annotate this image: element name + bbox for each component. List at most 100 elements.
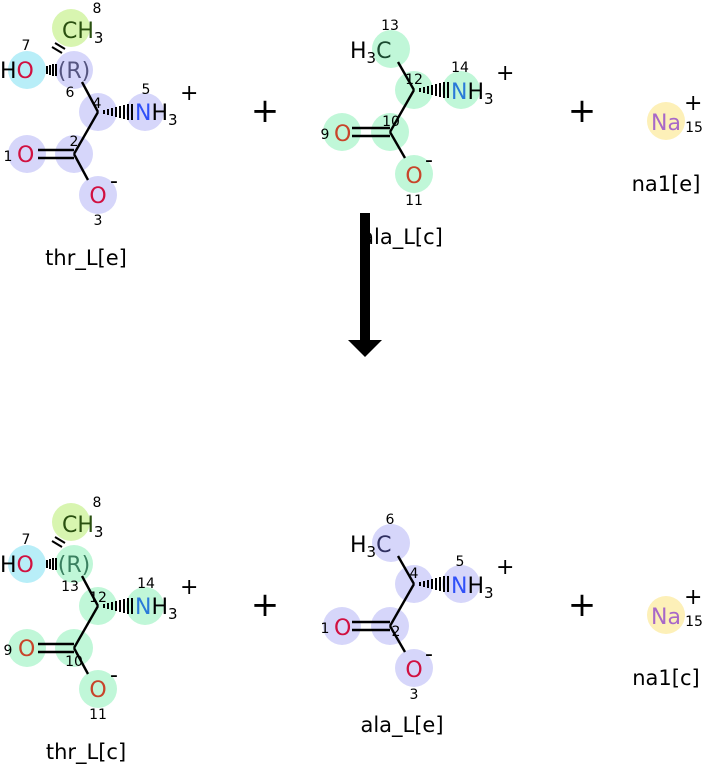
atom-label-sodium: Na xyxy=(651,605,681,630)
charge: - xyxy=(110,663,118,688)
atom-number: 10 xyxy=(65,654,83,670)
atom-highlight xyxy=(323,113,361,151)
bonds xyxy=(38,536,133,675)
molecule-name: thr_L[c] xyxy=(46,740,126,765)
atom-number: 1 xyxy=(4,149,13,165)
atom-number: 5 xyxy=(456,554,465,570)
atom-highlight xyxy=(372,524,410,562)
atom-label-amine: NH3 xyxy=(135,101,178,129)
atom-highlight xyxy=(8,545,46,583)
reaction-arrow-icon xyxy=(348,213,382,357)
atom-number: 4 xyxy=(93,96,102,112)
atom-highlight xyxy=(395,649,433,687)
atom-number: 12 xyxy=(405,72,423,88)
charge: - xyxy=(425,148,433,173)
molecule-ala-l-c[interactable]: H3C 13 12 NH3 + 14 10 O 9 O - 11 ala_L[c… xyxy=(321,18,515,250)
atom-number: 8 xyxy=(93,1,102,17)
atom-highlight xyxy=(52,503,90,541)
atom-highlight xyxy=(8,629,46,667)
atom-number: 2 xyxy=(70,134,79,150)
atom-number: 6 xyxy=(386,512,395,528)
stereo-label: (R) xyxy=(58,59,90,84)
molecule-thr-l-c[interactable]: CH3 8 HO 7 (R) 13 12 NH3 + 14 10 O 9 O -… xyxy=(0,495,198,765)
plus-sign: + xyxy=(251,585,280,625)
atom-label-amine: NH3 xyxy=(451,574,494,602)
atom-highlight xyxy=(442,565,480,603)
atom-label-methyl: H3C xyxy=(350,533,391,561)
atom-number: 11 xyxy=(89,707,107,723)
atom-label-amine: NH3 xyxy=(451,80,494,108)
atom-highlight xyxy=(79,176,117,214)
bonds xyxy=(38,42,133,181)
atom-highlight xyxy=(323,607,361,645)
atom-number: 5 xyxy=(142,82,151,98)
molecule-name: na1[c] xyxy=(632,666,699,690)
molecule-name: thr_L[e] xyxy=(45,246,127,271)
atom-number: 10 xyxy=(382,114,400,130)
atom-number: 3 xyxy=(94,213,103,229)
atom-highlight xyxy=(8,135,46,173)
molecule-na1-e[interactable]: Na + 15 na1[e] xyxy=(632,91,703,196)
charge: - xyxy=(425,642,433,667)
atom-number: 11 xyxy=(405,193,423,209)
atom-label-oxygen: O xyxy=(334,616,351,641)
atom-number: 7 xyxy=(22,38,31,54)
atom-number: 4 xyxy=(410,566,419,582)
molecule-name: ala_L[c] xyxy=(361,225,443,250)
atom-highlight xyxy=(126,587,164,625)
atom-label-oxygen: O xyxy=(89,678,106,703)
atom-label-oxygen: O xyxy=(405,164,422,189)
atom-highlight xyxy=(372,30,410,68)
atom-number: 3 xyxy=(410,687,419,703)
molecule-name: na1[e] xyxy=(632,172,701,196)
atom-number: 9 xyxy=(4,643,13,659)
charge: + xyxy=(496,61,514,86)
atom-number: 1 xyxy=(321,621,330,637)
plus-sign: + xyxy=(568,91,597,131)
atom-number: 13 xyxy=(61,579,79,595)
atom-number: 7 xyxy=(22,532,31,548)
atom-number: 2 xyxy=(392,624,401,640)
atom-number: 9 xyxy=(321,127,330,143)
molecule-thr-l-e[interactable]: CH3 8 HO 7 (R) 6 4 NH3 + 5 2 O 1 O - 3 t… xyxy=(0,1,198,271)
atom-number: 14 xyxy=(137,576,155,592)
atom-highlight xyxy=(395,155,433,193)
atom-highlight xyxy=(442,71,480,109)
molecule-na1-c[interactable]: Na + 15 na1[c] xyxy=(632,585,703,690)
atom-label-oxygen: O xyxy=(18,637,35,662)
atom-highlight xyxy=(126,93,164,131)
atom-label-sodium: Na xyxy=(651,111,681,136)
molecule-name: ala_L[e] xyxy=(360,713,443,738)
atom-highlight xyxy=(647,102,685,140)
atom-number: 8 xyxy=(93,495,102,511)
atom-label-hydroxyl: HO xyxy=(0,553,34,578)
charge: + xyxy=(496,555,514,580)
molecule-ala-l-e[interactable]: H3C 6 4 NH3 + 5 2 O 1 O - 3 ala_L[e] xyxy=(321,512,515,738)
atom-label-oxygen: O xyxy=(405,658,422,683)
charge: - xyxy=(110,169,118,194)
charge: + xyxy=(684,585,702,610)
charge: + xyxy=(180,81,198,106)
charge: + xyxy=(684,91,702,116)
atom-number: 15 xyxy=(685,614,703,630)
atom-number: 6 xyxy=(66,85,75,101)
atom-label-oxygen: O xyxy=(17,143,34,168)
atom-highlight xyxy=(55,545,93,583)
atom-number: 14 xyxy=(451,60,469,76)
bonds xyxy=(352,555,449,653)
atom-number: 13 xyxy=(381,18,399,34)
atom-highlight xyxy=(55,51,93,89)
atom-label-oxygen: O xyxy=(89,184,106,209)
atom-highlight xyxy=(8,51,46,89)
plus-sign: + xyxy=(251,91,280,131)
atom-highlight xyxy=(647,596,685,634)
atom-highlight xyxy=(79,670,117,708)
atom-label-methyl: CH3 xyxy=(62,19,103,47)
atom-label-methyl: CH3 xyxy=(62,513,103,541)
plus-sign: + xyxy=(568,585,597,625)
atom-label-hydroxyl: HO xyxy=(0,59,34,84)
atom-label-methyl: H3C xyxy=(350,39,391,67)
bonds xyxy=(352,61,449,159)
